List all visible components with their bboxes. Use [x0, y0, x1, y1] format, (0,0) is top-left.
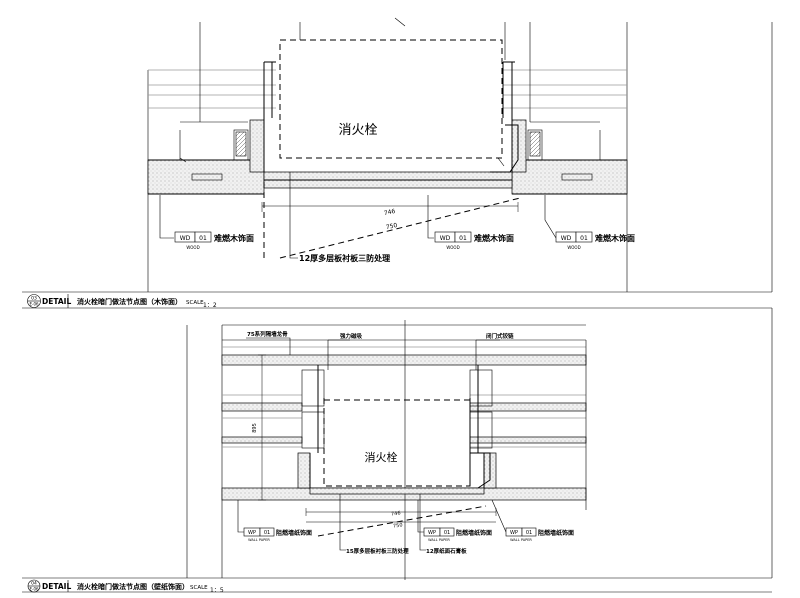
svg-text:03: 03	[31, 296, 37, 302]
dim-746-2: 746	[391, 510, 401, 517]
fire-hydrant-cabinet-outline	[279, 39, 503, 159]
callout-label: 阻燃墙纸饰面	[276, 529, 312, 537]
svg-text:WALL PAPER: WALL PAPER	[248, 538, 270, 542]
door-swing-arc-2	[317, 505, 487, 537]
svg-text:SCALE: SCALE	[186, 300, 204, 306]
dim-746: 746	[383, 208, 396, 217]
svg-text:WD: WD	[440, 235, 451, 242]
door-swing-arc	[279, 197, 521, 259]
dim-750-2: 750	[393, 522, 403, 529]
svg-text:01: 01	[444, 530, 450, 536]
callout-label: 难燃木饰面	[473, 233, 514, 243]
door-panel	[309, 487, 485, 495]
callout-label: 难燃木饰面	[594, 233, 635, 243]
callout-label: 阻燃墙纸饰面	[456, 529, 492, 537]
svg-text:WP: WP	[248, 530, 256, 536]
detail-1-title-bar: 03 E-06 DETAIL 消火栓暗门做法节点图（木饰面） SCALE 1：2	[22, 294, 772, 309]
callout-label: 难燃木饰面	[213, 233, 254, 243]
note-15mm-plywood: 15厚多层板衬板三防处理	[346, 547, 409, 555]
note-magnetic-catch: 强力磁吸	[340, 332, 363, 340]
detail-1-title: 消火栓暗门做法节点图（木饰面）	[77, 297, 182, 306]
callout-wood-center: WD 01 WOOD 难燃木饰面	[434, 231, 514, 250]
svg-text:DETAIL: DETAIL	[42, 297, 71, 306]
svg-text:E-06: E-06	[29, 302, 39, 307]
callout-wallpaper-left: WP 01 WALL PAPER 阻燃墙纸饰面	[243, 527, 312, 542]
detail-2-scale: 1：5	[210, 587, 224, 594]
svg-text:DETAIL: DETAIL	[42, 582, 71, 591]
note-closing-hinge: 闭门式铰链	[486, 332, 514, 340]
svg-text:01: 01	[199, 235, 207, 242]
dim-750: 750	[385, 222, 398, 231]
svg-text:WOOD: WOOD	[567, 245, 580, 250]
dim-side: 895	[252, 423, 258, 433]
svg-text:WALL PAPER: WALL PAPER	[428, 538, 450, 542]
right-wall-slab	[511, 159, 628, 195]
detail-2-title: 消火栓暗门做法节点图（壁纸饰面）	[77, 582, 189, 591]
callout-wallpaper-center: WP 01 WALL PAPER 阻燃墙纸饰面	[423, 527, 492, 542]
detail-1-wood-veneer: 消火栓 746 750 WD 01 WOOD 难燃木饰面 WD 01 WOOD …	[22, 17, 773, 309]
fire-hydrant-cabinet-outline-2	[323, 399, 471, 487]
detail-2-title-bar: 04 E-06 DETAIL 消火栓暗门做法节点图（壁纸饰面） SCALE 1：…	[22, 579, 772, 594]
svg-text:WD: WD	[180, 235, 191, 242]
cabinet-label: 消火栓	[338, 123, 377, 138]
detail-1-scale: 1：2	[203, 302, 217, 309]
svg-text:04: 04	[31, 581, 37, 587]
svg-text:WP: WP	[510, 530, 518, 536]
callout-wood-right: WD 01 WOOD 难燃木饰面	[555, 231, 635, 250]
note-12mm-gypsum: 12厚纸面石膏板	[426, 547, 467, 555]
svg-text:WOOD: WOOD	[446, 245, 459, 250]
note-plywood-liner: 12厚多层板衬板三防处理	[299, 253, 390, 263]
svg-text:E-06: E-06	[29, 587, 39, 592]
svg-text:SCALE: SCALE	[190, 585, 208, 591]
left-wall-slab	[147, 159, 265, 195]
svg-text:WOOD: WOOD	[186, 245, 199, 250]
detail-2-wallpaper: 消火栓 895 746 750 75系列隔墙龙骨 强力磁吸 闭门式铰链 WP 0…	[22, 308, 773, 594]
callout-wallpaper-right: WP 01 WALL PAPER 阻燃墙纸饰面	[505, 527, 574, 542]
svg-text:WP: WP	[428, 530, 436, 536]
svg-text:WD: WD	[561, 235, 572, 242]
cabinet-label-2: 消火栓	[365, 450, 398, 464]
svg-text:WALL PAPER: WALL PAPER	[510, 538, 532, 542]
svg-text:01: 01	[580, 235, 588, 242]
svg-text:01: 01	[264, 530, 270, 536]
note-stud-series: 75系列隔墙龙骨	[247, 330, 288, 338]
callout-label: 阻燃墙纸饰面	[538, 529, 574, 537]
callout-wood-left: WD 01 WOOD 难燃木饰面	[174, 231, 254, 250]
svg-text:01: 01	[526, 530, 532, 536]
svg-text:01: 01	[459, 235, 467, 242]
